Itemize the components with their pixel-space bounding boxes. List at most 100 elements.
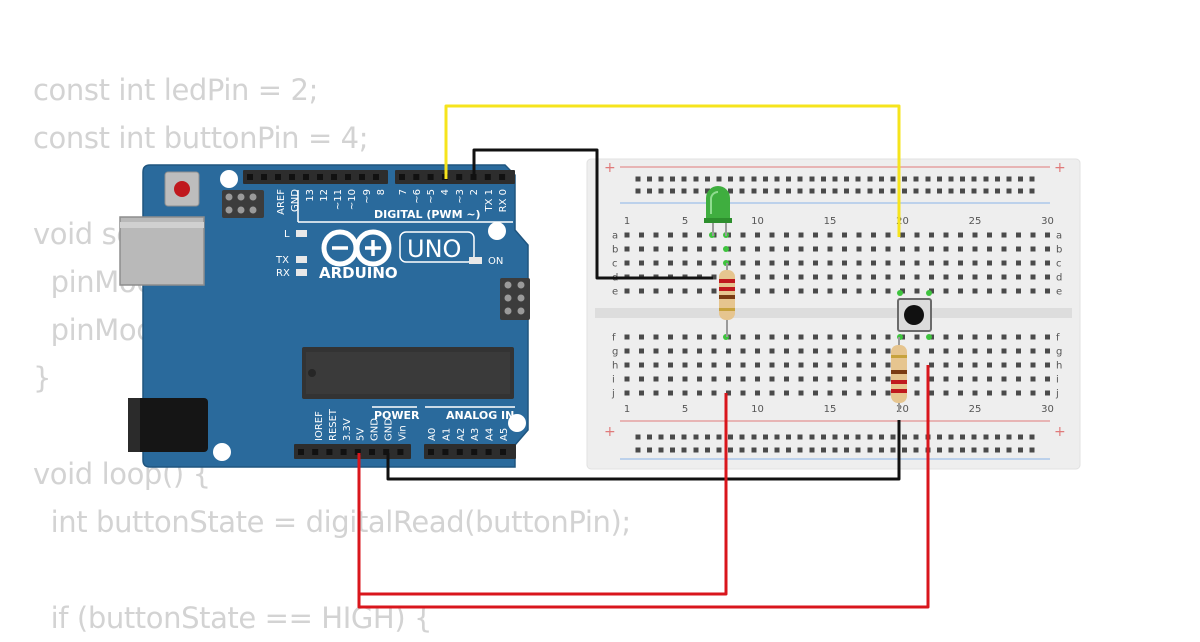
breadboard-hole [987,246,992,252]
breadboard-hole [813,362,818,368]
rail-hole [739,434,745,440]
push-button[interactable] [897,298,932,332]
breadboard-hole [929,246,934,252]
breadboard-hole [1001,288,1007,294]
breadboard-hole [624,348,630,354]
header-pin[interactable] [298,449,304,455]
rail-hole [832,447,838,453]
header-pin[interactable] [369,449,375,455]
code-line: } [33,361,52,395]
rail-hole [635,434,641,440]
header-pin[interactable] [427,174,434,180]
breadboard-hole [784,274,789,280]
header-pin[interactable] [484,174,491,180]
rail-hole [902,176,907,182]
breadboard-hole [1016,390,1021,396]
pin-label: 12 [319,189,330,202]
breadboard-hole [798,260,804,266]
breadboard-hole [943,334,949,340]
breadboard-hole [914,334,920,340]
header-pin[interactable] [399,174,405,180]
rail-hole [913,434,919,440]
header-pin[interactable] [383,449,390,455]
breadboard-hole [856,362,862,368]
header-pin[interactable] [345,174,351,180]
pull-down-resistor[interactable] [891,337,907,412]
column-number: 30 [1041,216,1054,227]
breadboard-hole [784,260,789,266]
pin-label: A0 [427,428,438,441]
breadboard-hole [740,334,746,340]
breadboard-hole [668,376,673,382]
rail-hole [1018,434,1023,440]
header-pin[interactable] [331,174,337,180]
header-pin[interactable] [471,449,478,455]
breadboard-hole [624,260,630,266]
header-pin[interactable] [456,449,463,455]
row-letter: i [612,375,615,386]
breadboard-hole [929,362,934,368]
breadboard-hole [798,246,804,252]
header-pin[interactable] [470,174,477,180]
usb-shell-line [120,222,204,228]
breadboard-hole [740,390,746,396]
header-pin[interactable] [359,174,365,180]
pin-label: ~9 [362,189,373,204]
header-pin[interactable] [441,174,448,180]
reset-button[interactable] [174,181,190,197]
breadboard-hole [769,348,775,354]
rail-hole [739,447,745,453]
rail-hole [786,176,791,182]
rail-hole [937,188,942,194]
breadboard-hole [769,376,775,382]
breadboard-hole [784,390,789,396]
header-pin[interactable] [456,174,463,180]
breadboard-hole [682,274,688,280]
breadboard-hole [653,362,659,368]
mount-hole [213,443,231,461]
header-pin[interactable] [499,174,506,180]
logo-right-ring [354,229,392,267]
pin-label: ~5 [426,189,437,204]
header-pin[interactable] [500,449,506,455]
breadboard-hole [682,334,688,340]
rail-hole [913,447,919,453]
breadboard-hole [972,390,978,396]
rail-hole [786,447,791,453]
header-pin[interactable] [312,449,319,455]
header-pin[interactable] [413,174,420,180]
rail-hole [913,176,919,182]
header-pin[interactable] [261,174,267,180]
header-pin[interactable] [428,449,434,455]
plus-sign: + [1054,160,1066,176]
rail-hole [960,447,965,453]
header-pin[interactable] [397,449,404,455]
rail-hole [809,434,815,440]
breadboard-hole [929,348,934,354]
breadboard-hole [653,288,659,294]
breadboard-hole [639,288,644,294]
breadboard-hole [856,274,862,280]
header-pin[interactable] [442,449,449,455]
led-resistor[interactable] [719,263,735,337]
breadboard-hole [639,334,644,340]
header-pin[interactable] [373,174,379,180]
chip-notch [308,369,316,377]
rail-hole [937,447,942,453]
header-pin[interactable] [485,449,492,455]
breadboard-hole [1045,232,1050,238]
header-pin[interactable] [289,174,295,180]
header-pin[interactable] [317,174,323,180]
row-letter: j [1055,389,1059,400]
header-pin[interactable] [303,174,309,180]
rail-hole [797,188,803,194]
header-pin[interactable] [247,174,253,180]
header-pin[interactable] [354,449,361,455]
breadboard-hole [740,288,746,294]
header-pin[interactable] [275,174,281,180]
header-pin[interactable] [340,449,347,455]
breadboard-hole [972,260,978,266]
header-pin[interactable] [326,449,333,455]
rail-hole [937,434,942,440]
breadboard-hole [682,376,688,382]
